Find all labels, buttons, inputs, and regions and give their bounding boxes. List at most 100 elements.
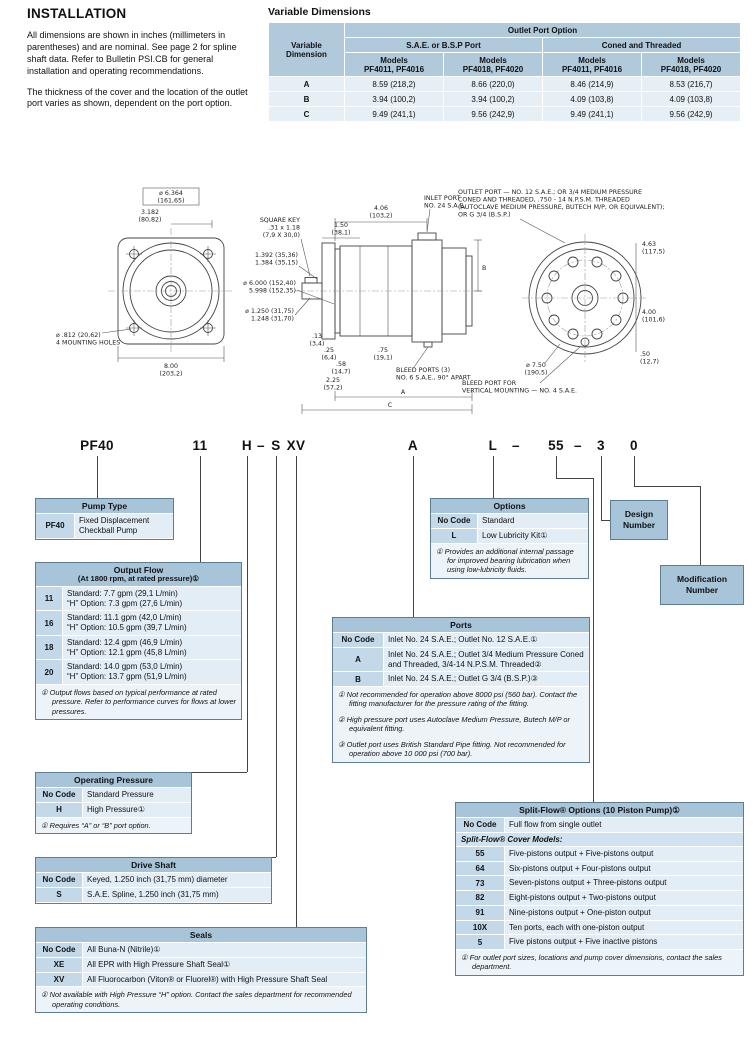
desc-cell: Standard bbox=[478, 514, 588, 528]
dim-label: .75 bbox=[378, 347, 388, 354]
desc-cell: Standard: 12.4 gpm (46,9 L/min) “H” Opti… bbox=[63, 635, 241, 660]
code-cell: 20 bbox=[36, 660, 63, 684]
connector bbox=[593, 478, 594, 802]
connector bbox=[556, 456, 557, 478]
dim-label: 8.00 bbox=[164, 363, 178, 370]
code-cell: PF40 bbox=[36, 514, 75, 538]
header-line: Models bbox=[479, 55, 507, 65]
code-cell: 16 bbox=[36, 611, 63, 635]
h-option-flow: “H” Option: 12.1 gpm (45,8 L/min) bbox=[67, 647, 187, 657]
connector bbox=[190, 772, 247, 773]
col-models-4: Models PF4018, PF4020 bbox=[640, 52, 742, 77]
table-row: 64 Six-pistons output + Four-pistons out… bbox=[456, 861, 743, 877]
code-cell: S bbox=[36, 887, 83, 902]
pump-dimension-drawing: ⌀ 6.364 (161,65) 3.182 (80,82) 8.00 (203… bbox=[56, 187, 665, 414]
operating-pressure-table: Operating Pressure No Code Standard Pres… bbox=[35, 772, 192, 834]
table-row: B 3.94 (100,2) 3.94 (100,2) 4.09 (103,8)… bbox=[268, 91, 742, 107]
dim-label: (101,6) bbox=[642, 317, 665, 324]
inlet-port-label: INLET PORT bbox=[424, 195, 461, 202]
table-row: No Code All Buna-N (Nitrile)① bbox=[36, 943, 366, 958]
dim-label: 4.06 bbox=[374, 205, 388, 212]
code-modification: 0 bbox=[630, 438, 638, 453]
drive-shaft-table: Drive Shaft No Code Keyed, 1.250 inch (3… bbox=[35, 857, 272, 904]
cover-models-subheader: Split-Flow® Cover Models: bbox=[456, 832, 743, 847]
dim-label: 1.392 (35,36) bbox=[255, 252, 298, 259]
dim-label: ⌀ 6.000 (152,40) bbox=[243, 280, 296, 287]
table-title: Split-Flow® Options (10 Piston Pump)① bbox=[456, 803, 743, 819]
title-line: Output Flow bbox=[113, 565, 164, 575]
table-row: A Inlet No. 24 S.A.E.; Outlet 3/4 Medium… bbox=[333, 647, 589, 673]
dim-label: (12,7) bbox=[640, 359, 659, 366]
code-ports: A bbox=[407, 438, 419, 453]
variable-dimensions-table: Variable Dimension Outlet Port Option S.… bbox=[268, 22, 742, 122]
ports-table: Ports No Code Inlet No. 24 S.A.E.; Outle… bbox=[332, 617, 590, 763]
code-split-flow: 55 bbox=[548, 438, 564, 453]
code-output-flow: 11 bbox=[192, 438, 208, 453]
code-cell: No Code bbox=[456, 818, 505, 832]
connector bbox=[601, 520, 610, 521]
group-coned-threaded: Coned and Threaded bbox=[541, 37, 742, 53]
code-dash: – bbox=[257, 438, 265, 453]
connector bbox=[200, 456, 201, 562]
desc-cell: Eight-pistons output + Two-pistons outpu… bbox=[505, 891, 743, 905]
code-cell: B bbox=[333, 672, 384, 687]
dim-label: 1.248 (31,70) bbox=[251, 316, 294, 323]
table-row: 73 Seven-pistons output + Three-pistons … bbox=[456, 876, 743, 892]
connector bbox=[493, 456, 494, 498]
code-cell: 55 bbox=[456, 846, 505, 861]
desc-cell: Inlet No. 24 S.A.E.; Outlet No. 12 S.A.E… bbox=[384, 633, 589, 647]
outlet-port-label: CONED AND THREADED, .750 - 14 N.P.S.M. T… bbox=[458, 197, 630, 204]
dim-label: (117,5) bbox=[642, 249, 665, 256]
dim-label: 3.182 bbox=[141, 209, 159, 216]
desc-line: Checkball Pump bbox=[79, 525, 138, 535]
table-title: Pump Type bbox=[36, 499, 173, 515]
table-row: S S.A.E. Spline, 1.250 inch (31,75 mm) bbox=[36, 887, 271, 903]
h-option-flow: “H” Option: 7.3 gpm (27,6 L/min) bbox=[67, 598, 183, 608]
table-title: Options bbox=[431, 499, 588, 515]
table-title: Operating Pressure bbox=[36, 773, 191, 789]
table-header-row: Variable Dimension Outlet Port Option bbox=[268, 22, 742, 77]
desc-cell: Five pistons output + Five inactive pist… bbox=[505, 935, 743, 950]
dim-label: (19,1) bbox=[374, 355, 393, 362]
table-row: 5 Five pistons output + Five inactive pi… bbox=[456, 935, 743, 951]
code-pump-type: PF40 bbox=[80, 438, 114, 453]
header-line: Variable bbox=[291, 40, 322, 50]
connector bbox=[276, 456, 277, 857]
dim-label: (103,2) bbox=[370, 213, 393, 220]
desc-cell: All Fluorocarbon (Viton® or Fluorel®) wi… bbox=[83, 972, 366, 987]
dim-label: .50 bbox=[640, 351, 650, 358]
desc-cell: Low Lubricity Kit① bbox=[478, 528, 588, 543]
table-row: XV All Fluorocarbon (Viton® or Fluorel®)… bbox=[36, 972, 366, 988]
table-row: 91 Nine-pistons output + One-piston outp… bbox=[456, 905, 743, 921]
outlet-port-option-header: Outlet Port Option bbox=[343, 22, 742, 38]
dim-label: (14,7) bbox=[332, 369, 351, 376]
dim-label: 1.50 bbox=[334, 222, 348, 229]
connector bbox=[296, 456, 297, 927]
dim-label: ⌀ 1.250 (31,75) bbox=[245, 308, 294, 315]
h-option-flow: “H” Option: 13.7 gpm (51,9 L/min) bbox=[67, 672, 187, 682]
options-table: Options No Code Standard L Low Lubricity… bbox=[430, 498, 589, 579]
dim-cell: C bbox=[268, 106, 345, 122]
connector bbox=[270, 857, 276, 858]
value-cell: 8.46 (214,9) bbox=[542, 76, 642, 92]
header-line: Models bbox=[578, 55, 606, 65]
value-cell: 9.56 (242,9) bbox=[640, 106, 742, 122]
table-row: A 8.59 (218,2) 8.66 (220,0) 8.46 (214,9)… bbox=[268, 76, 742, 92]
dim-label: (6,4) bbox=[322, 355, 337, 362]
table-title: Output Flow (At 1800 rpm, at rated press… bbox=[36, 563, 241, 587]
header-line: Models bbox=[380, 55, 408, 65]
code-seals: XV bbox=[286, 438, 306, 453]
pump-type-table: Pump Type PF40 Fixed Displacement Checkb… bbox=[35, 498, 174, 540]
code-options: L bbox=[488, 438, 498, 453]
code-cell: 82 bbox=[456, 891, 505, 905]
header-line: PF4018, PF4020 bbox=[462, 64, 524, 74]
connector bbox=[634, 486, 700, 487]
table-row: L Low Lubricity Kit① bbox=[431, 528, 588, 544]
code-cell: 91 bbox=[456, 905, 505, 920]
vertical-bleed-label: VERTICAL MOUNTING — NO. 4 S.A.E. bbox=[462, 388, 577, 395]
connector bbox=[700, 486, 701, 565]
header-line: PF4018, PF4020 bbox=[660, 64, 722, 74]
installation-paragraph-1: All dimensions are shown in inches (mill… bbox=[27, 30, 237, 76]
table-row: PF40 Fixed Displacement Checkball Pump bbox=[36, 514, 173, 539]
value-cell: 8.53 (216,7) bbox=[640, 76, 742, 92]
